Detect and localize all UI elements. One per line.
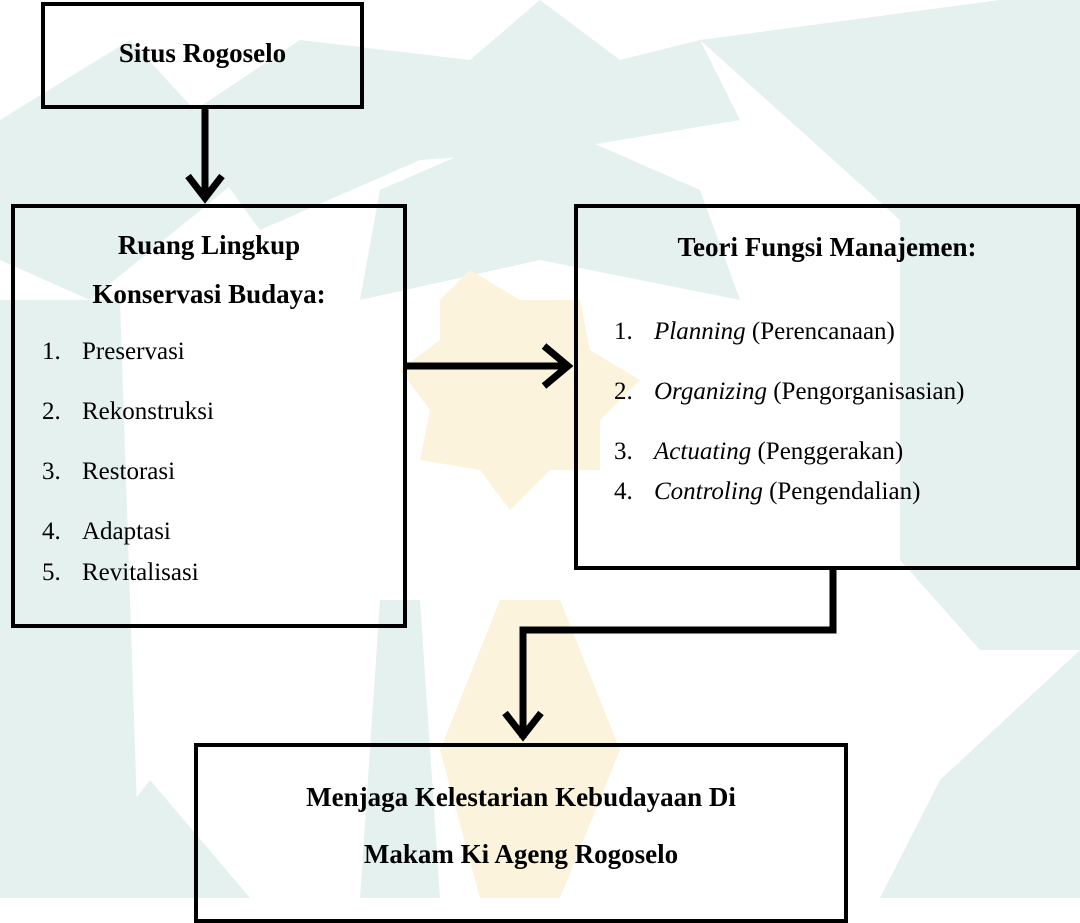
list-item: 3.Restorasi [42, 458, 176, 485]
box-ruang-lingkup: Ruang Lingkup Konservasi Budaya: 1.Prese… [11, 204, 407, 628]
ruang-title-line1: Ruang Lingkup [117, 230, 301, 260]
arrow-teori-to-menjaga [519, 570, 837, 738]
box-menjaga-kelestarian: Menjaga Kelestarian Kebudayaan Di Makam … [194, 743, 848, 923]
ruang-title-line2: Konservasi Budaya: [92, 279, 326, 309]
list-item: 4.Controling (Pengendalian) [614, 478, 921, 505]
connector-arrows [185, 109, 837, 742]
list-item: 2.Organizing (Pengorganisasian) [614, 378, 965, 405]
teori-title: Teori Fungsi Manajemen: [677, 232, 977, 262]
list-item: 2.Rekonstruksi [42, 398, 214, 425]
menjaga-title-line2: Makam Ki Ageng Rogoselo [363, 839, 679, 869]
menjaga-title-line1: Menjaga Kelestarian Kebudayaan Di [306, 782, 736, 812]
background-watermark [0, 0, 1080, 898]
list-item: 1.Planning (Perencanaan) [614, 318, 895, 345]
box-situs-title: Situs Rogoselo [118, 38, 287, 68]
arrowhead-situs-to-ruang [185, 173, 225, 204]
arrowhead-teori-to-menjaga [502, 710, 544, 742]
box-situs-rogoselo: Situs Rogoselo [41, 2, 364, 109]
list-item: 1.Preservasi [42, 338, 185, 365]
list-item: 3.Actuating (Penggerakan) [614, 438, 904, 465]
arrowhead-ruang-to-teori [541, 343, 574, 389]
list-item: 4.Adaptasi [42, 518, 171, 545]
list-item: 5.Revitalisasi [42, 559, 199, 586]
box-teori-fungsi-manajemen: Teori Fungsi Manajemen: 1.Planning (Pere… [574, 204, 1080, 570]
